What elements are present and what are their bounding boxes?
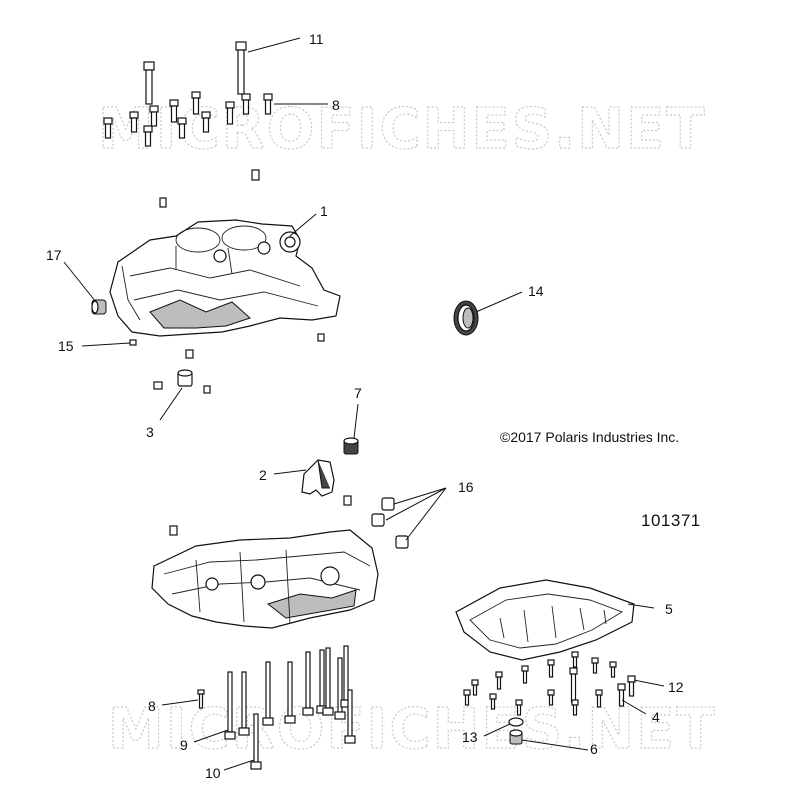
callout-7: 7 (354, 385, 362, 401)
part-16-bushings (371, 497, 409, 549)
dowel-pins-upper (159, 169, 260, 208)
watermark-bottom: MICROFICHES.NET (108, 697, 717, 762)
leader-lines (63, 37, 665, 771)
callout-8-bottom: 8 (148, 698, 156, 714)
oil-pan (455, 579, 635, 661)
part-14-seal (453, 300, 479, 336)
callout-2: 2 (259, 467, 267, 483)
dowel-pins-mid (153, 333, 325, 394)
upper-bolts (103, 41, 273, 147)
callout-14: 14 (528, 283, 544, 299)
bolt-long (143, 61, 155, 105)
callout-9: 9 (180, 737, 188, 753)
callout-1: 1 (320, 203, 328, 219)
copyright-notice: ©2017 Polaris Industries Inc. (500, 429, 680, 445)
upper-crankcase (109, 219, 341, 337)
part-6-drain-plug (509, 729, 523, 745)
part-17-bushing (91, 299, 107, 315)
dowel-pins-lower (169, 495, 352, 536)
bolt-11 (235, 41, 247, 95)
figure-number: 101371 (641, 511, 701, 530)
part-2-bracket (301, 459, 335, 497)
callout-17: 17 (46, 247, 62, 263)
callout-12: 12 (668, 679, 684, 695)
callout-16: 16 (458, 479, 474, 495)
part-13-washer (508, 717, 524, 727)
part-7-bearing (343, 437, 359, 455)
oil-pan-bolts (463, 651, 636, 716)
callout-13: 13 (462, 729, 478, 745)
lower-crankcase (151, 529, 379, 629)
part-15-pin (129, 339, 137, 346)
callout-15: 15 (58, 338, 74, 354)
callout-10: 10 (205, 765, 221, 781)
lower-case-bolts (197, 645, 356, 770)
callout-4: 4 (652, 709, 660, 725)
bolt-set-8 (103, 91, 273, 147)
callout-11: 11 (309, 31, 324, 47)
part-3-sleeve (177, 369, 193, 387)
watermark-top: MICROFICHES.NET (98, 97, 707, 162)
callout-8-top: 8 (332, 97, 340, 113)
callout-6: 6 (590, 741, 598, 757)
callout-5: 5 (665, 601, 673, 617)
callout-3: 3 (146, 424, 154, 440)
